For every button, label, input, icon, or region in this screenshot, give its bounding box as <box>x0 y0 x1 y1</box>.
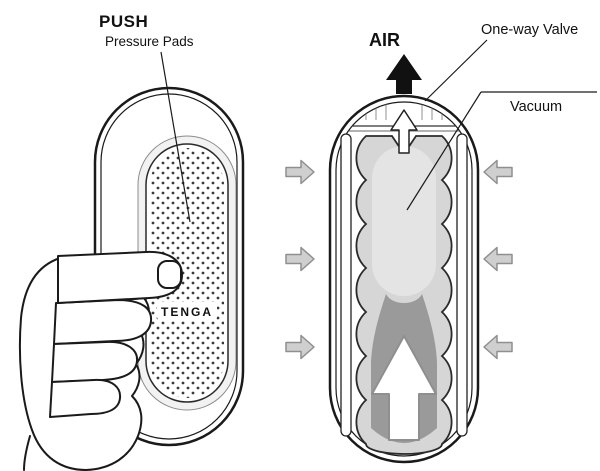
brand-logo-plate <box>157 302 217 320</box>
ring-finger <box>51 340 139 383</box>
one-way-valve-icon <box>390 109 418 154</box>
inflow-arrow-icon <box>483 159 513 185</box>
middle-finger <box>53 299 153 345</box>
shell-wall-left <box>340 133 352 437</box>
callout-labels: PUSH Pressure Pads AIR One-way Valve Vac… <box>99 12 597 223</box>
one-way-valve-pointer-line <box>424 39 488 102</box>
upflow-arrow-icon <box>371 335 437 441</box>
air-out-arrow-icon <box>386 54 422 94</box>
one-way-valve-label: One-way Valve <box>481 22 578 38</box>
wrist-line <box>23 435 31 471</box>
device-cross-section <box>285 54 513 464</box>
shell-wall-right <box>456 133 468 437</box>
inflow-arrows-left <box>285 159 315 360</box>
vacuum-chamber <box>372 146 436 296</box>
inflow-arrow-icon <box>483 246 513 272</box>
air-label: AIR <box>369 30 400 50</box>
pressure-pads-pointer-line <box>160 51 191 223</box>
inflow-arrow-icon <box>285 159 315 185</box>
inflow-arrow-icon <box>483 334 513 360</box>
fingernail <box>157 260 182 289</box>
push-label: PUSH <box>99 12 148 31</box>
device-front-view: TENGA <box>18 86 245 471</box>
vacuum-label: Vacuum <box>510 99 562 115</box>
inflow-arrow-icon <box>285 246 315 272</box>
inflow-arrow-icon <box>285 334 315 360</box>
vacuum-pointer-line <box>406 91 482 211</box>
hand-illustration <box>18 250 183 471</box>
brand-logo: TENGA <box>161 305 213 319</box>
pad-dots-texture <box>150 148 224 398</box>
inflow-arrows-right <box>483 159 513 360</box>
pinky-finger <box>49 378 122 418</box>
pressure-pads-label: Pressure Pads <box>105 34 194 49</box>
case-inner-wall-line <box>335 101 473 457</box>
